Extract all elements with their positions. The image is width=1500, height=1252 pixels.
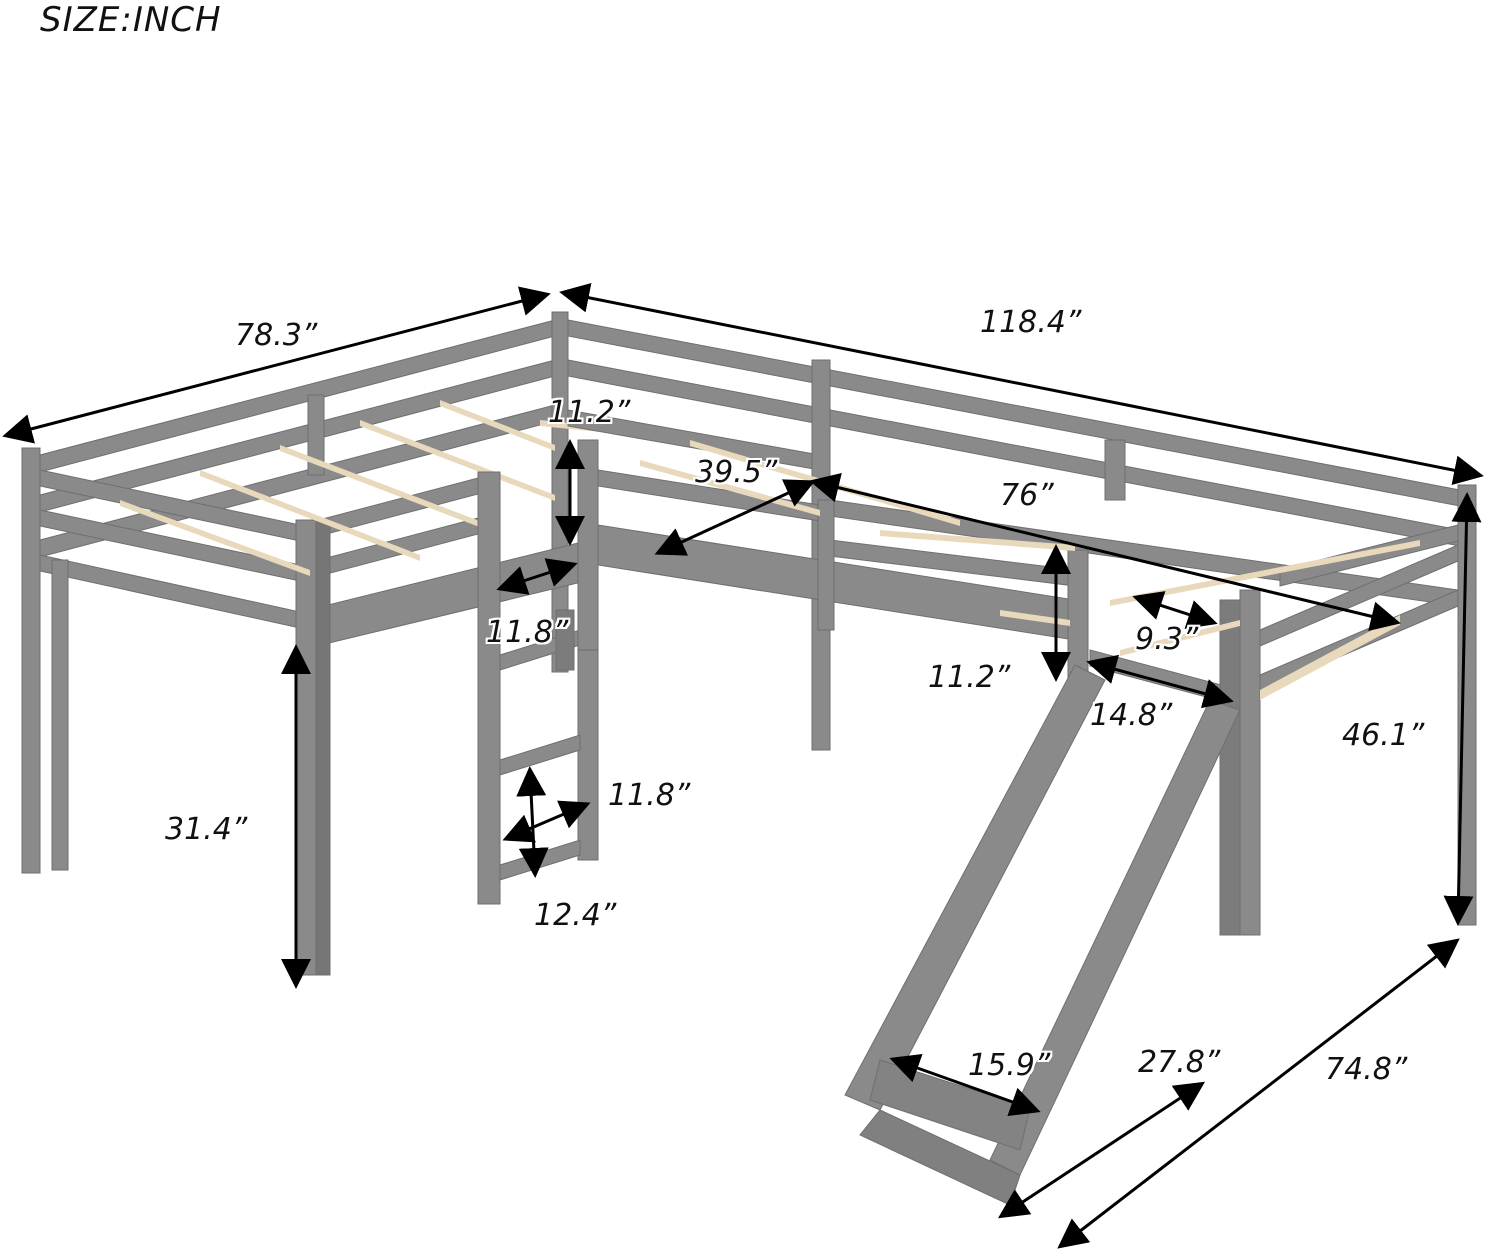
arrow-46-1 (1443, 492, 1482, 926)
dim-label-ladder-rung-spacing: 11.8” (608, 778, 691, 813)
arrow-74-8 (1057, 938, 1460, 1249)
dim-label-overall-height: 46.1” (1342, 718, 1425, 753)
dim-label-mattress-width: 39.5” (695, 455, 778, 490)
dim-label-guardrail-height-right: 11.2” (928, 660, 1011, 695)
arrow-9-3 (1132, 591, 1218, 629)
dim-label-overall-depth: 74.8” (1325, 1052, 1408, 1087)
dim-label-slide-opening: 14.8” (1090, 698, 1173, 733)
dim-label-guardrail-height-left: 11.2” (548, 395, 631, 430)
dim-label-overall-left-length: 78.3” (235, 318, 318, 353)
arrow-39-5 (654, 479, 816, 556)
arrow-11-8-top (496, 558, 578, 595)
size-unit-title: SIZE:INCH (40, 0, 222, 40)
dim-label-ladder-opening: 11.8” (486, 615, 569, 650)
right-bed-frame (567, 319, 1477, 936)
dim-label-ladder-width: 12.4” (534, 898, 617, 933)
arrow-14-8 (1086, 654, 1234, 709)
dim-label-slat-spacing: 9.3” (1135, 622, 1199, 657)
dim-label-slide-width: 15.9” (968, 1048, 1051, 1083)
dim-label-under-bed-clearance: 31.4” (165, 812, 248, 847)
dimension-arrows (2, 282, 1484, 1249)
slide (844, 664, 1241, 1206)
arrow-ladder-horizontal (502, 800, 591, 843)
dim-label-overall-right-length: 118.4” (980, 305, 1082, 340)
dim-label-mattress-length: 76” (1000, 478, 1054, 513)
arrow-76 (809, 473, 1401, 631)
dim-label-slide-extension: 27.8” (1138, 1045, 1221, 1080)
arrow-118-4 (559, 282, 1484, 486)
arrow-78-3 (2, 286, 551, 444)
